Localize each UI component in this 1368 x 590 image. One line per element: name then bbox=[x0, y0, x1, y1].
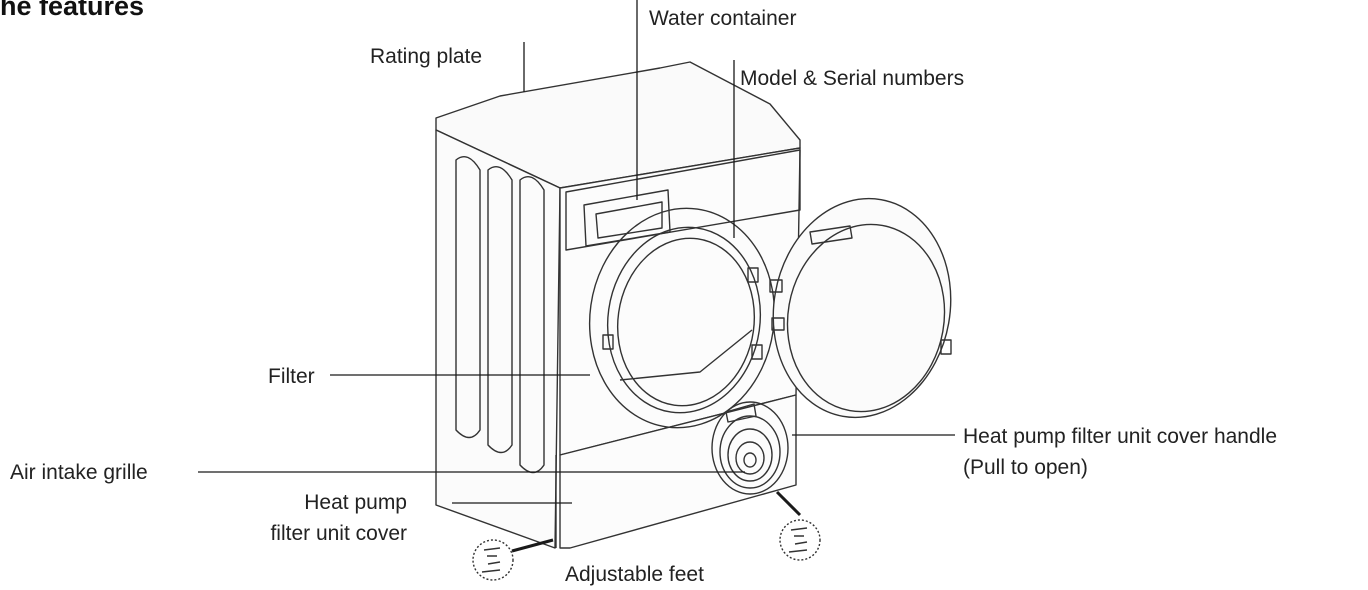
rating-plate-label: Rating plate bbox=[370, 45, 483, 68]
cover-handle-label-line1: Heat pump filter unit cover handle bbox=[963, 425, 1278, 448]
filter-label: Filter bbox=[268, 365, 315, 388]
adjustable-feet-label: Adjustable feet bbox=[565, 563, 704, 586]
air-intake-grille-label: Air intake grille bbox=[10, 461, 148, 484]
heat-pump-cover-label-line2: filter unit cover bbox=[270, 522, 407, 545]
model-serial-label: Model & Serial numbers bbox=[740, 67, 965, 90]
right-foot-leader bbox=[775, 490, 802, 517]
heat-pump-cover-label-line1: Heat pump bbox=[304, 491, 407, 514]
leader-lines bbox=[198, 0, 955, 553]
dryer-illustration bbox=[435, 61, 952, 581]
water-container-label: Water container bbox=[649, 7, 797, 30]
left-foot-leader bbox=[511, 538, 554, 553]
cover-handle-label-line2: (Pull to open) bbox=[963, 456, 1088, 479]
section-heading: he features bbox=[0, 0, 145, 21]
